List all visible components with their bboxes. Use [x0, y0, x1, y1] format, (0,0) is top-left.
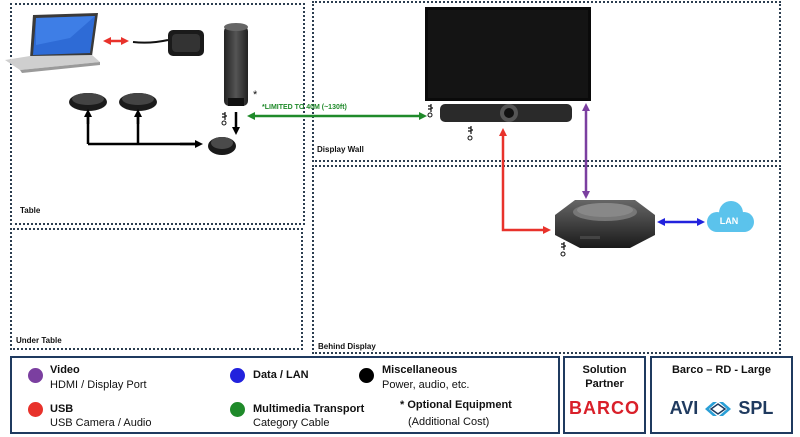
video-bar-icon — [440, 104, 572, 122]
legend-video-sub: HDMI / Display Port — [50, 379, 147, 391]
clickshare-button-icon — [132, 30, 204, 56]
legend-video-dot — [28, 368, 43, 383]
base-unit-icon — [555, 200, 655, 248]
legend-box: Video HDMI / Display Port USB USB Camera… — [10, 356, 560, 434]
legend-multimedia-dot — [230, 402, 245, 417]
misc-link-speakerphones-hub — [86, 114, 200, 146]
legend-misc-dot — [359, 368, 374, 383]
hub-icon — [208, 137, 236, 155]
power-plug-icon — [221, 112, 227, 126]
legend-usb-title: USB — [50, 403, 74, 415]
partner-heading-line1: Solution — [582, 364, 627, 376]
legend-misc-sub: Power, audio, etc. — [382, 379, 470, 391]
zone-label-behind-display: Behind Display — [318, 342, 376, 351]
legend-data-dot — [230, 368, 245, 383]
legend-data-title: Data / LAN — [253, 369, 309, 381]
legend-usb-dot — [28, 402, 43, 417]
power-plug-icon — [467, 126, 473, 141]
display-icon — [425, 7, 591, 101]
avispl-logo-left: AVI — [669, 398, 699, 418]
legend-video-title: Video — [50, 364, 80, 376]
power-plug-icon — [560, 242, 566, 257]
solution-partner-box: Solution Partner BARCO — [563, 356, 646, 434]
configuration-box: Barco – RD - Large AVI SPL — [650, 356, 793, 434]
configuration-title: Barco – RD - Large — [671, 364, 772, 376]
legend-multimedia-sub: Category Cable — [253, 417, 330, 429]
speakerphone-icon — [69, 93, 107, 111]
legend-misc-title: Miscellaneous — [382, 364, 458, 376]
speakerphone-icon — [119, 93, 157, 111]
power-plug-icon — [427, 104, 433, 118]
optional-marker: * — [253, 89, 258, 101]
zone-label-table: Table — [20, 206, 41, 215]
legend-optional-sub: (Additional Cost) — [408, 416, 490, 428]
avispl-mark-icon — [705, 402, 732, 417]
legend-multimedia-title: Multimedia Transport — [253, 403, 365, 415]
zone-label-display-wall: Display Wall — [317, 145, 364, 154]
avispl-logo: AVI SPL — [652, 398, 791, 419]
cable-limit-label: *LIMITED TO 40M (~130ft) — [262, 104, 347, 111]
lan-cloud-icon — [707, 201, 754, 232]
partner-heading-line2: Partner — [585, 378, 624, 390]
lan-label: LAN — [719, 216, 739, 226]
legend-optional-title: * Optional Equipment — [400, 399, 512, 411]
camera-tower-icon — [224, 23, 248, 106]
legend-usb-sub: USB Camera / Audio — [50, 417, 152, 429]
avispl-logo-right: SPL — [738, 398, 774, 418]
laptop-icon — [5, 13, 100, 73]
usb-link-bar-base — [499, 128, 551, 234]
barco-logo: BARCO — [569, 398, 640, 418]
zone-under-table — [10, 228, 303, 350]
zone-label-under-table: Under Table — [16, 336, 62, 345]
